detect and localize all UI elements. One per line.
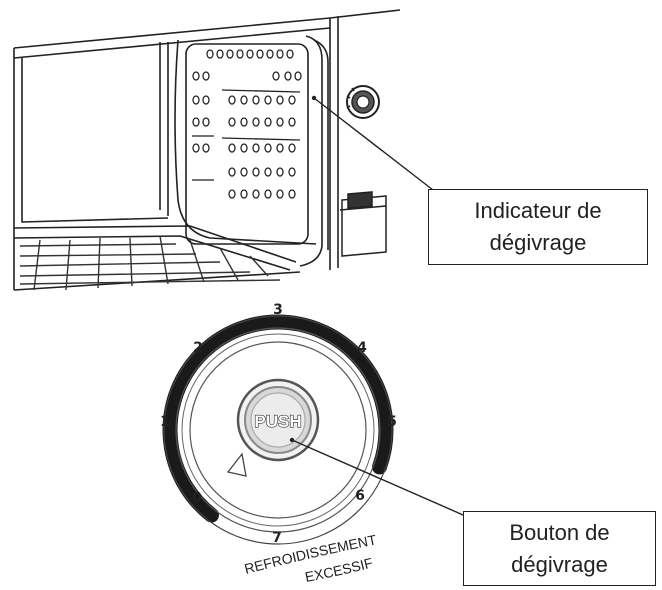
vent-hole bbox=[202, 71, 210, 81]
defrost-indicator-label-line2: dégivrage bbox=[489, 230, 587, 255]
defrost-indicator-label-line1: Indicateur de bbox=[474, 198, 602, 223]
vent-hole bbox=[192, 95, 200, 105]
floor-grid bbox=[19, 235, 281, 291]
vent-hole bbox=[246, 49, 254, 59]
vent-hole bbox=[264, 143, 272, 153]
vent-hole bbox=[240, 189, 248, 199]
vent-hole bbox=[226, 49, 234, 59]
vent-hole bbox=[206, 49, 214, 59]
vent-hole bbox=[276, 143, 284, 153]
vent-hole bbox=[288, 167, 296, 177]
vent-hole bbox=[252, 117, 260, 127]
freezer-compartment-illustration bbox=[13, 9, 401, 291]
vent-hole bbox=[276, 95, 284, 105]
vent-hole bbox=[288, 143, 296, 153]
vent-hole bbox=[252, 167, 260, 177]
vent-hole bbox=[288, 95, 296, 105]
vent-hole bbox=[286, 49, 294, 59]
vent-hole bbox=[252, 189, 260, 199]
vent-hole bbox=[240, 117, 248, 127]
vent-hole bbox=[240, 143, 248, 153]
defrost-button-dot bbox=[289, 437, 295, 443]
vent-hole bbox=[228, 95, 236, 105]
thermostat-dial: PUSH 3 2 4 1 5 0 6 7 REFROIDISSEMENT EXC… bbox=[160, 302, 397, 585]
vent-hole bbox=[276, 167, 284, 177]
vent-hole bbox=[264, 117, 272, 127]
dial-number-0: 0 bbox=[192, 490, 202, 506]
dial-pointer-triangle bbox=[226, 452, 247, 477]
vent-hole bbox=[240, 167, 248, 177]
defrost-indicator-callout: Indicateur de dégivrage bbox=[428, 189, 648, 265]
vent-hole bbox=[192, 71, 200, 81]
vent-hole bbox=[284, 71, 292, 81]
vent-holes bbox=[192, 49, 302, 199]
dial-number-3: 3 bbox=[273, 302, 283, 318]
vent-hole bbox=[236, 49, 244, 59]
vent-hole bbox=[294, 71, 302, 81]
dial-number-5: 5 bbox=[387, 414, 397, 430]
dial-black-band bbox=[162, 314, 394, 523]
vent-hole bbox=[276, 117, 284, 127]
vent-hole bbox=[228, 143, 236, 153]
dial-number-4: 4 bbox=[357, 340, 367, 356]
vent-hole bbox=[252, 95, 260, 105]
vent-hole bbox=[276, 189, 284, 199]
door-latch bbox=[339, 191, 387, 257]
vent-hole bbox=[272, 71, 280, 81]
vent-hole bbox=[228, 189, 236, 199]
vent-hole bbox=[276, 49, 284, 59]
vent-hole bbox=[192, 143, 200, 153]
defrost-button-label-line1: Bouton de bbox=[509, 520, 610, 545]
panel-divider bbox=[221, 137, 301, 141]
vent-hole bbox=[266, 49, 274, 59]
vent-hole bbox=[264, 167, 272, 177]
vent-hole bbox=[288, 189, 296, 199]
vent-hole bbox=[228, 117, 236, 127]
vent-hole bbox=[202, 95, 210, 105]
defrost-indicator-dot bbox=[311, 95, 317, 101]
vent-hole bbox=[256, 49, 264, 59]
vent-hole bbox=[252, 143, 260, 153]
vent-hole bbox=[264, 95, 272, 105]
vent-hole bbox=[288, 117, 296, 127]
defrost-button-label-line2: dégivrage bbox=[511, 552, 608, 577]
vent-hole bbox=[240, 95, 248, 105]
defrost-button-leader bbox=[291, 439, 471, 519]
defrost-indicator-leader bbox=[313, 97, 434, 191]
panel-divider bbox=[221, 89, 301, 93]
side-knob-icon bbox=[346, 85, 380, 119]
dial-number-2: 2 bbox=[193, 340, 203, 356]
vent-hole bbox=[264, 189, 272, 199]
vent-hole bbox=[202, 117, 210, 127]
vent-hole bbox=[192, 117, 200, 127]
vent-hole bbox=[216, 49, 224, 59]
push-button-label: PUSH bbox=[254, 412, 301, 431]
vent-hole bbox=[202, 143, 210, 153]
defrost-button-callout: Bouton de dégivrage bbox=[463, 511, 656, 586]
dial-number-7: 7 bbox=[272, 530, 282, 546]
vent-hole bbox=[228, 167, 236, 177]
dial-number-1: 1 bbox=[160, 414, 170, 430]
dial-number-6: 6 bbox=[355, 488, 365, 504]
